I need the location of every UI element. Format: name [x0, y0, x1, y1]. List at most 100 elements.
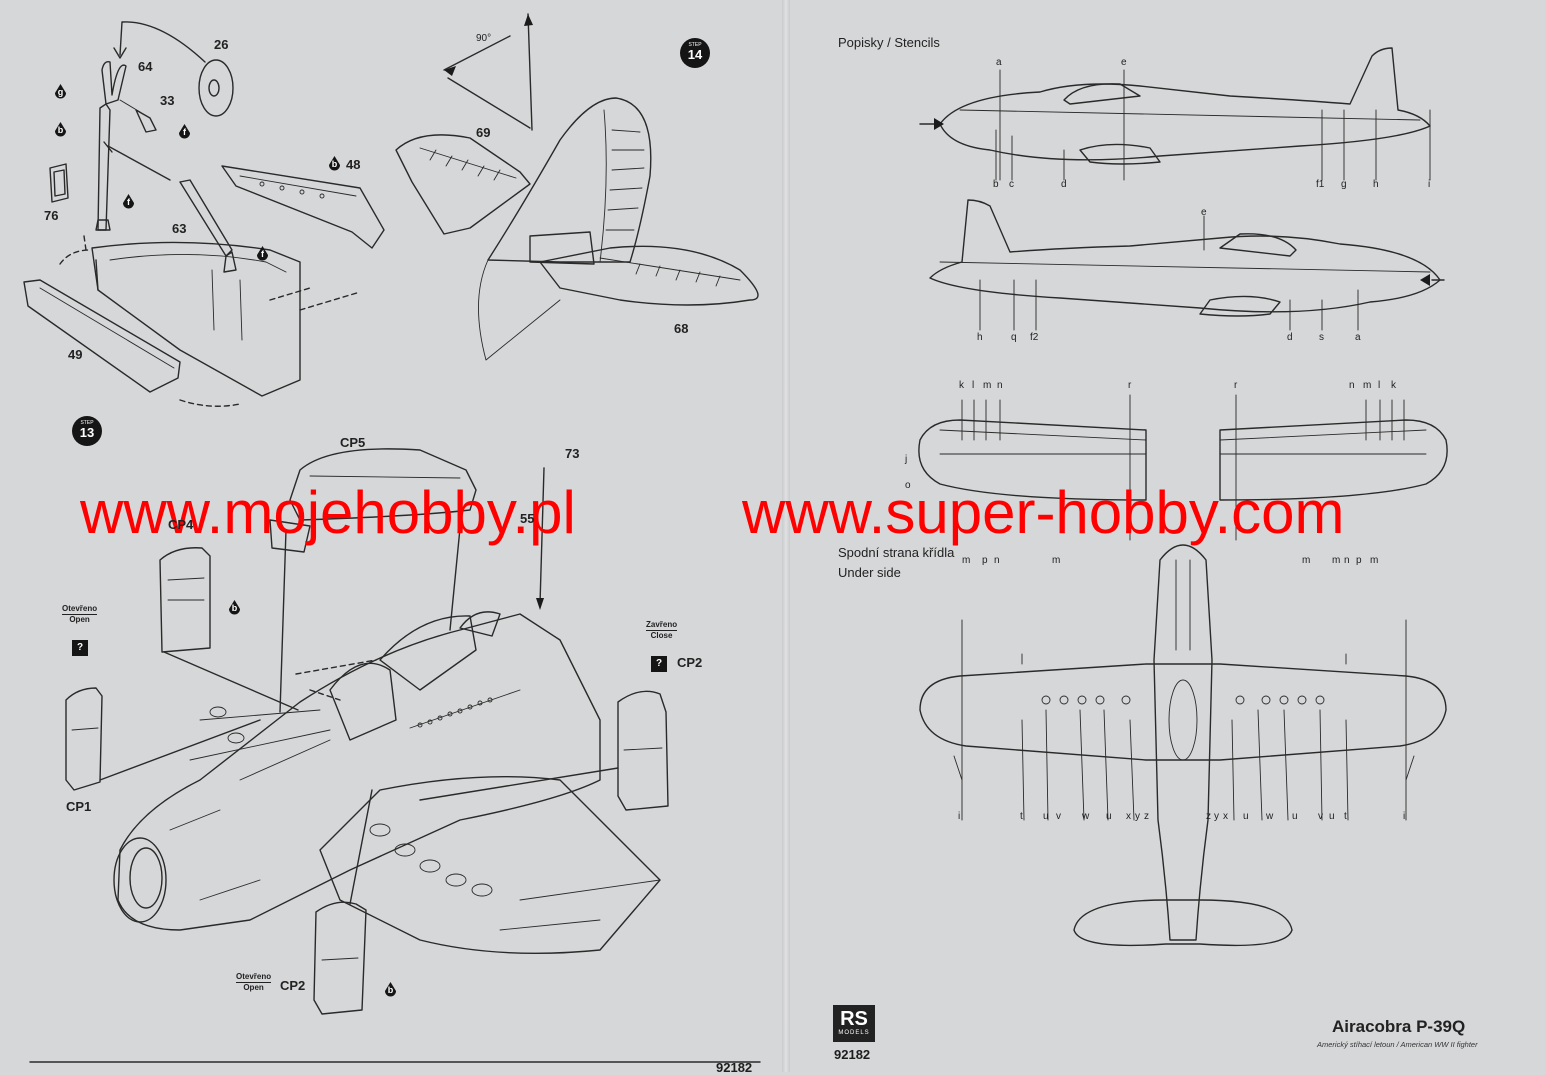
part-label-49: 49: [68, 347, 83, 362]
stencil-letter: s: [1319, 332, 1324, 343]
kit-code-right: 92182: [834, 1047, 871, 1062]
nose-leg: [101, 60, 127, 105]
stencil-letter: n: [997, 380, 1003, 391]
stencil-letter: y: [1214, 811, 1219, 822]
stencil-letter: v: [1318, 811, 1323, 822]
stencil-letter: n: [994, 555, 1000, 566]
stencil-letter: m: [1332, 555, 1341, 566]
wing-top-left: [918, 419, 1147, 501]
side-view-2: [929, 199, 1441, 313]
paint-drop-b: b: [328, 156, 341, 172]
stencil-letter: k: [1391, 380, 1396, 391]
part-label-69: 69: [476, 125, 491, 140]
angle-label: 90°: [476, 33, 492, 44]
paint-drop-b: b: [228, 600, 241, 616]
stencil-letter: f1: [1316, 179, 1325, 190]
stencil-letter: u: [1043, 811, 1049, 822]
underside-label-cz: Spodní strana křídla: [838, 545, 955, 560]
part-label-68: 68: [674, 321, 689, 336]
part-76: [49, 163, 69, 203]
angle-indicator: [527, 13, 533, 131]
underside-label-en: Under side: [838, 565, 901, 580]
wing: [319, 775, 661, 955]
part-label-73: 73: [565, 446, 580, 461]
part-label-cp4: CP4: [168, 517, 194, 532]
part-label-63: 63: [172, 221, 187, 236]
side-view-1: [939, 47, 1431, 161]
stencil-letter: f2: [1030, 332, 1039, 343]
part-label-33: 33: [160, 93, 175, 108]
part-49: [23, 279, 181, 393]
product-title: Airacobra P-39Q: [1332, 1017, 1466, 1036]
stencil-letter: z: [1206, 811, 1211, 822]
door-cp2-bottom: [313, 901, 367, 1015]
stencil-letter: m: [983, 380, 992, 391]
paint-code: b: [331, 159, 338, 169]
part-68: [539, 245, 759, 306]
stencil-letter: m: [1052, 555, 1061, 566]
stencil-letter: d: [1287, 332, 1293, 343]
step-number: 14: [687, 47, 703, 62]
stencil-letter: m: [1302, 555, 1311, 566]
part-label-76: 76: [44, 208, 59, 223]
stencil-letter: w: [1082, 811, 1090, 822]
step-number: 13: [79, 425, 95, 440]
stencil-letter: p: [1356, 555, 1362, 566]
stencil-letter: j: [905, 454, 908, 465]
stencil-letter: e: [1201, 207, 1207, 218]
part-label-cp1: CP1: [66, 799, 92, 814]
stencil-letter: c: [1009, 179, 1014, 190]
part-label-64: 64: [138, 59, 153, 74]
step-word: STEP: [80, 420, 94, 426]
paint-code: f: [261, 249, 264, 259]
stencil-letter: r: [1234, 380, 1238, 391]
stencil-letter: a: [1355, 332, 1361, 343]
stencil-letter: q: [1011, 332, 1017, 343]
paint-code: f: [183, 127, 186, 137]
stencil-letter: a: [996, 57, 1002, 68]
stencil-letter: u: [1106, 811, 1112, 822]
part-48: [221, 165, 385, 249]
state-en: Close: [650, 631, 673, 640]
canopy-cp5: [289, 448, 477, 521]
stencil-letter: t: [1344, 811, 1347, 822]
paint-code: b: [387, 985, 394, 995]
paint-drop-g: g: [54, 84, 67, 100]
stencil-letter: l: [972, 380, 975, 391]
paint-code: g: [57, 87, 64, 97]
tail-fin: [487, 97, 652, 263]
door-state-open-left: Otevřeno Open: [62, 604, 98, 624]
stencil-letter: u: [1329, 811, 1335, 822]
product-subtitle: Americký stíhací letoun / American WW II…: [1317, 1040, 1478, 1049]
watermark-right[interactable]: www.super-hobby.com: [742, 479, 1345, 546]
stencil-letter: m: [1370, 555, 1379, 566]
stencil-letter: h: [1373, 179, 1379, 190]
door-cp1: [65, 687, 103, 791]
part-69: [395, 134, 531, 235]
stencil-letter: t: [1020, 811, 1023, 822]
underside-fuselage: [1153, 544, 1213, 941]
stencil-letter: g: [1341, 179, 1347, 190]
state-cz: Otevřeno: [62, 604, 98, 615]
state-en: Open: [69, 615, 90, 624]
part-label-cp2-bottom: CP2: [280, 978, 306, 993]
wing-top-right: [1219, 419, 1448, 501]
stencils-header: Popisky / Stencils: [838, 35, 940, 50]
stencil-letter: v: [1056, 811, 1061, 822]
stencil-letter: z: [1144, 811, 1149, 822]
unknown-color-box: ?: [651, 656, 667, 672]
stencil-letter: n: [1349, 380, 1355, 391]
logo-subtext: MODELS: [838, 1030, 870, 1036]
state-en: Open: [243, 983, 264, 992]
page-fold: [782, 0, 790, 1072]
nose-ring: [113, 837, 167, 923]
paint-code: f: [127, 197, 130, 207]
part-label-55: 55: [520, 511, 535, 526]
watermark-left[interactable]: www.mojehobby.pl: [80, 479, 576, 546]
paint-drop-b: b: [384, 982, 397, 998]
stencil-letter: h: [977, 332, 983, 343]
door-top: [159, 547, 211, 653]
stencil-letter: x: [1223, 811, 1228, 822]
